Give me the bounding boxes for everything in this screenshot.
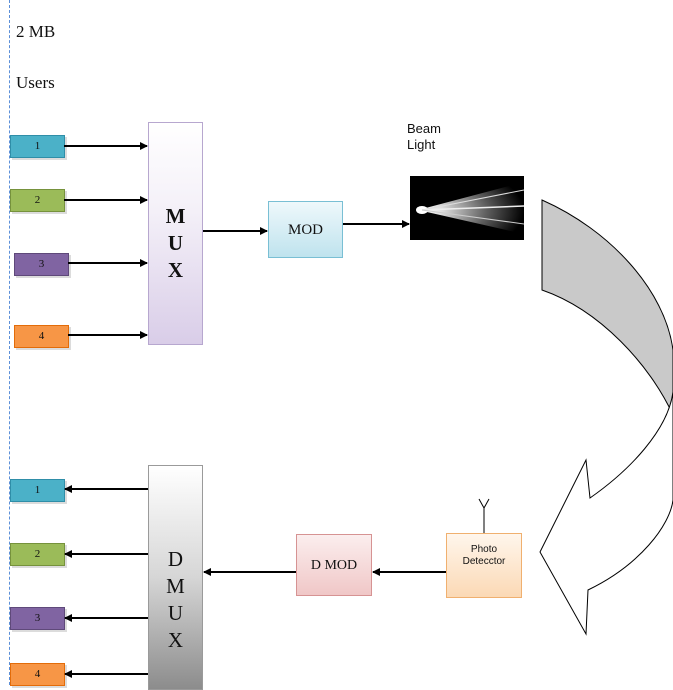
curved-band-shape	[541, 199, 673, 416]
output-user-1: 1	[10, 479, 65, 502]
output-user-2: 2	[10, 543, 65, 566]
left-dashed-guide	[9, 0, 10, 685]
mux-block: M U X	[148, 122, 203, 345]
mux-letter-m: M	[165, 204, 186, 228]
dmux-letter-x: X	[167, 628, 184, 652]
users-label: Users	[16, 73, 55, 92]
beam-label-line2: Light	[407, 137, 436, 152]
dmux-letter-m: M	[166, 574, 185, 598]
dmux-letter-d: D	[167, 547, 184, 571]
beam-light-label: Beam Light	[407, 121, 441, 153]
input-user-2: 2	[10, 189, 65, 212]
mux-letters: M U X	[149, 203, 202, 284]
beam-label-line1: Beam	[407, 121, 441, 136]
modulator-block: MOD	[268, 201, 343, 258]
photodetector-line2: Detecctor	[462, 556, 506, 567]
input-user-1: 1	[10, 135, 65, 158]
input-user-3: 3	[14, 253, 69, 276]
photodetector-block: Photo Detecctor	[446, 533, 522, 598]
dmux-block: D M U X	[148, 465, 203, 690]
dmux-letters: D M U X	[149, 546, 202, 654]
capacity-label: 2 MB	[16, 22, 56, 41]
antenna-left-arm	[478, 498, 485, 509]
curved-return-arrow	[539, 391, 673, 636]
input-user-4: 4	[14, 325, 69, 348]
beam-light-image	[410, 176, 525, 240]
mux-letter-x: X	[167, 258, 184, 282]
mux-letter-u: U	[167, 231, 184, 255]
demodulator-block: D MOD	[296, 534, 372, 596]
antenna-right-arm	[483, 498, 490, 509]
photodetector-line1: Photo	[470, 544, 498, 555]
dmux-letter-u: U	[167, 601, 184, 625]
